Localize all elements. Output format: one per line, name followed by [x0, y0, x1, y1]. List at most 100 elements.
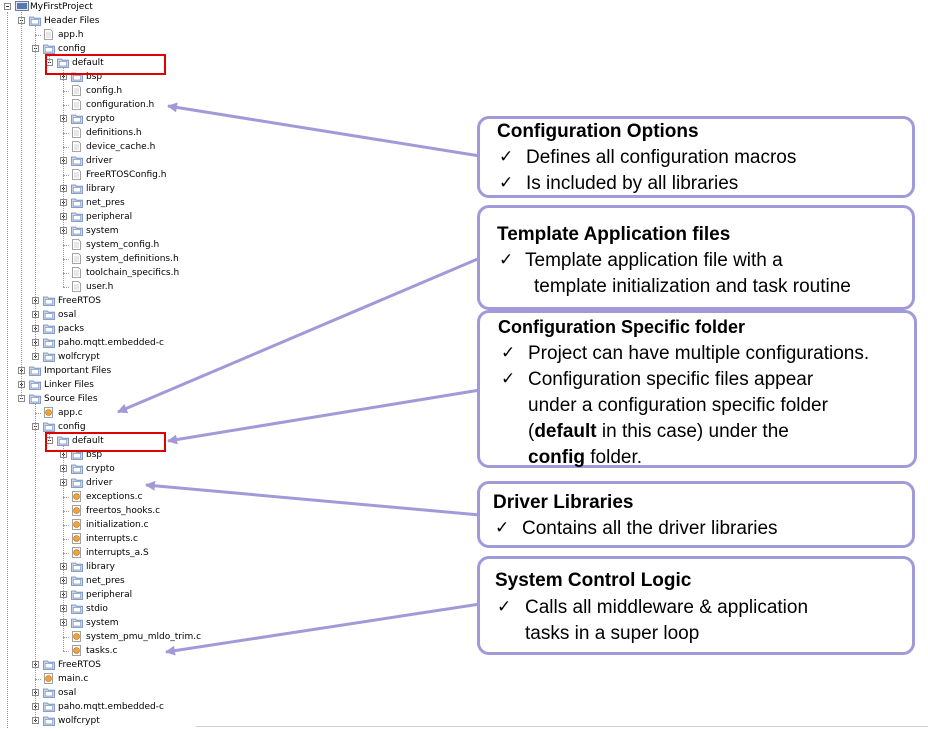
callout-title: Driver Libraries — [493, 492, 634, 513]
tree-item[interactable]: definitions.h — [0, 126, 240, 140]
tree-item[interactable]: initialization.c — [0, 518, 240, 532]
tree-item[interactable]: user.h — [0, 280, 240, 294]
check-icon: ✓ — [501, 343, 516, 362]
tree-item[interactable]: toolchain_specifics.h — [0, 266, 240, 280]
callout-title: Configuration Options — [497, 121, 699, 142]
c-source-file-icon — [71, 533, 83, 544]
tree-item-label: Source Files — [44, 394, 98, 404]
tree-connector — [35, 35, 41, 36]
callout-line: tasks in a super loop — [525, 623, 700, 644]
tree-guide-line — [35, 26, 36, 357]
folder-icon — [43, 337, 55, 348]
tree-item-label: default — [72, 436, 104, 446]
tree-item[interactable]: app.h — [0, 28, 240, 42]
header-file-icon — [43, 29, 55, 40]
tree-item-label: interrupts_a.S — [86, 548, 149, 558]
tree-guide-line — [7, 12, 8, 728]
callout-text: in this case) under the — [596, 421, 789, 442]
folder-icon — [71, 113, 83, 124]
callout-line: template initialization and task routine — [534, 276, 851, 297]
tree-item-label: app.h — [58, 30, 84, 40]
tree-item[interactable]: system_config.h — [0, 238, 240, 252]
folder-icon — [43, 309, 55, 320]
tree-project[interactable]: MyFirstProject — [0, 0, 240, 14]
expand-toggle-icon[interactable] — [4, 3, 11, 10]
callout-line: Project can have multiple configurations… — [528, 343, 870, 364]
tree-connector — [63, 651, 69, 652]
folder-icon — [71, 617, 83, 628]
arrow-tasks-c — [165, 602, 481, 656]
folder-icon — [71, 589, 83, 600]
tree-item-label: osal — [58, 688, 77, 698]
tree-item-label: initialization.c — [86, 520, 149, 530]
folder-icon — [71, 477, 83, 488]
callout-line: Configuration specific files appear — [528, 369, 814, 390]
tree-item[interactable]: freertos_hooks.c — [0, 504, 240, 518]
tree-connector — [63, 539, 69, 540]
header-file-icon — [71, 127, 83, 138]
callout-line: Calls all middleware & application — [525, 597, 809, 618]
tree-item[interactable]: tasks.c — [0, 644, 240, 658]
tree-item-label: Header Files — [44, 16, 100, 26]
c-source-file-icon — [43, 673, 55, 684]
tree-item[interactable]: system_pmu_mldo_trim.c — [0, 630, 240, 644]
tree-item[interactable]: exceptions.c — [0, 490, 240, 504]
tree-item-label: system — [86, 226, 119, 236]
tree-item[interactable]: device_cache.h — [0, 140, 240, 154]
tree-connector — [63, 287, 69, 288]
folder-icon — [29, 15, 41, 26]
tree-item[interactable]: main.c — [0, 672, 240, 686]
tree-item[interactable]: interrupts.c — [0, 532, 240, 546]
tree-connector — [63, 637, 69, 638]
tree-item-label: device_cache.h — [86, 142, 156, 152]
folder-icon — [43, 295, 55, 306]
folder-icon — [71, 575, 83, 586]
callout-configuration-options: Configuration Options ✓ Defines all conf… — [477, 116, 915, 198]
tree-connector — [63, 259, 69, 260]
tree-item[interactable]: app.c — [0, 406, 240, 420]
tree-guide-line — [35, 404, 36, 721]
callout-title: Template Application files — [497, 224, 731, 245]
check-icon: ✓ — [499, 250, 514, 269]
tree-item-label: configuration.h — [86, 100, 155, 110]
tree-item-label: system_definitions.h — [86, 254, 179, 264]
tree-item[interactable]: FreeRTOSConfig.h — [0, 168, 240, 182]
tree-item-label: app.c — [58, 408, 83, 418]
tree-item-label: peripheral — [86, 212, 133, 222]
arrow-driver — [145, 480, 481, 517]
tree-connector — [35, 679, 41, 680]
tree-item[interactable]: interrupts_a.S — [0, 546, 240, 560]
tree-item-label: wolfcrypt — [58, 352, 100, 362]
folder-icon — [57, 57, 69, 68]
folder-icon — [71, 155, 83, 166]
tree-item-label: driver — [86, 478, 113, 488]
callout-line: Is included by all libraries — [526, 173, 739, 194]
folder-icon — [71, 211, 83, 222]
tree-item-label: net_pres — [86, 576, 125, 586]
tree-item[interactable]: config.h — [0, 84, 240, 98]
tree-item[interactable]: system_definitions.h — [0, 252, 240, 266]
c-source-file-icon — [71, 491, 83, 502]
callout-text: folder. — [585, 447, 643, 468]
tree-item-label: stdio — [86, 604, 108, 614]
callout-line: (default in this case) under the — [528, 421, 789, 443]
tree-item-label: bsp — [86, 72, 103, 82]
tree-item-label: MyFirstProject — [30, 2, 93, 12]
tree-guide-line — [63, 446, 64, 651]
tree-connector — [63, 511, 69, 512]
tree-item[interactable]: configuration.h — [0, 98, 240, 112]
folder-icon — [43, 687, 55, 698]
arrow-configuration-h — [167, 102, 481, 158]
tree-connector — [63, 133, 69, 134]
folder-icon — [71, 603, 83, 614]
folder-icon — [57, 435, 69, 446]
callout-driver-libraries: Driver Libraries ✓ Contains all the driv… — [477, 481, 915, 548]
c-source-file-icon — [71, 547, 83, 558]
tree-item-label: definitions.h — [86, 128, 142, 138]
tree-item-label: Linker Files — [44, 380, 94, 390]
callout-system-control: System Control Logic ✓ Calls all middlew… — [477, 556, 915, 655]
tree-connector — [63, 105, 69, 106]
tree-guide-line — [49, 432, 50, 441]
callout-bold-text: config — [528, 447, 585, 468]
